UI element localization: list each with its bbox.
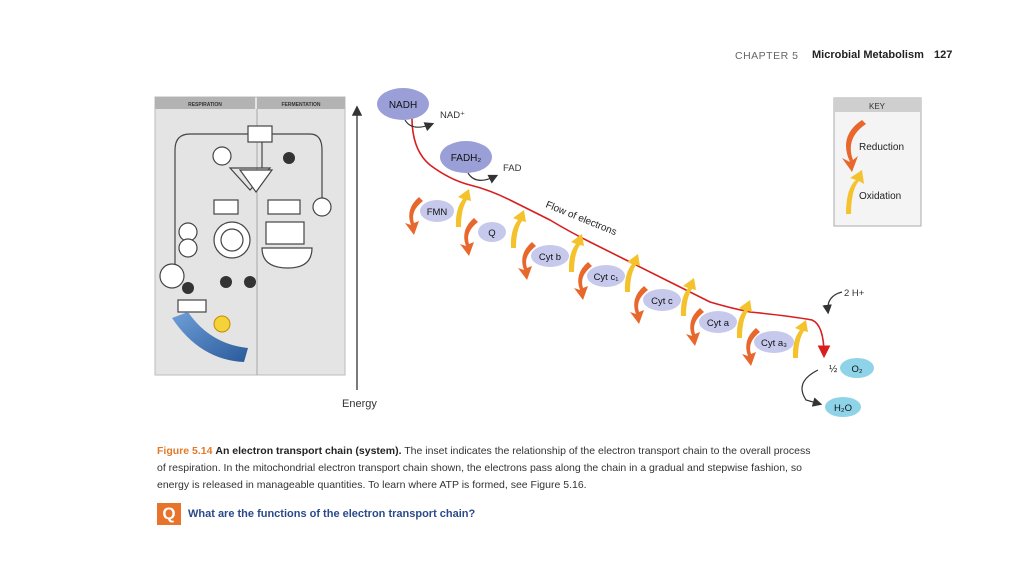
energy-axis-label: Energy bbox=[342, 398, 377, 410]
reduction-arrow-icon bbox=[842, 120, 866, 172]
key-title: KEY bbox=[869, 102, 886, 111]
key-oxidation-label: Oxidation bbox=[859, 191, 901, 202]
cyt-a3-carrier bbox=[754, 331, 794, 353]
inset-header-respiration bbox=[155, 97, 255, 109]
h-plus-label: 2 H+ bbox=[844, 288, 865, 299]
inset-pathways bbox=[159, 125, 332, 313]
q-carrier bbox=[478, 222, 506, 242]
oxidation-arrow bbox=[510, 210, 526, 248]
cyt-a3-label: Cyt a₃ bbox=[761, 338, 787, 349]
question-icon: Q bbox=[157, 503, 181, 525]
figure-number: Figure 5.14 bbox=[157, 445, 213, 457]
inset-atp-icon bbox=[213, 315, 231, 333]
fmn-label: FMN bbox=[427, 207, 448, 218]
figure-description: The inset indicates the relationship of … bbox=[157, 445, 811, 491]
oxidation-arrow bbox=[624, 254, 640, 292]
oxidation-arrow bbox=[792, 320, 808, 358]
reduction-arrow bbox=[686, 308, 704, 346]
oxidation-arrow bbox=[680, 278, 696, 316]
inset-blue-chain bbox=[172, 312, 248, 362]
nadh-label: NADH bbox=[389, 100, 417, 111]
reduction-arrow bbox=[574, 262, 592, 300]
water-label: H₂O bbox=[834, 403, 852, 414]
nad-label: NAD⁺ bbox=[440, 110, 465, 121]
redox-arrows bbox=[405, 189, 808, 366]
chapter-label: CHAPTER 5 bbox=[735, 50, 799, 62]
fadh2-carrier bbox=[440, 141, 492, 173]
oxidation-arrow-icon bbox=[846, 170, 864, 214]
fmn-carrier bbox=[420, 200, 454, 222]
fad-label: FAD bbox=[503, 163, 522, 174]
half-label: ½ bbox=[829, 364, 838, 375]
inset-diagram: RESPIRATION FERMENTATION bbox=[154, 96, 346, 376]
oxygen-acceptor bbox=[840, 358, 874, 378]
inset-starburst-icon bbox=[244, 276, 256, 288]
key-reduction-label: Reduction bbox=[859, 142, 904, 153]
question-text: What are the functions of the electron t… bbox=[188, 508, 476, 520]
inset-starburst-icon bbox=[182, 282, 194, 294]
oxygen-label: O₂ bbox=[851, 364, 862, 375]
oxidation-arrow bbox=[736, 300, 752, 338]
cyt-c-label: Cyt c bbox=[651, 296, 673, 307]
cyt-c-carrier bbox=[643, 289, 681, 311]
cyt-c1-label: Cyt c₁ bbox=[594, 272, 619, 283]
cyt-c1-carrier bbox=[587, 265, 625, 287]
inset-starburst-icon bbox=[220, 276, 232, 288]
electron-flow-line bbox=[411, 117, 831, 359]
cyt-a-label: Cyt a bbox=[707, 318, 730, 329]
reduction-arrow bbox=[460, 218, 478, 256]
reduction-arrow bbox=[518, 242, 536, 280]
inset-respiration-label: RESPIRATION bbox=[188, 102, 222, 108]
page-number: 127 bbox=[934, 49, 953, 61]
key-box: KEY Reduction Oxidation bbox=[833, 97, 922, 227]
cyt-b-label: Cyt b bbox=[539, 252, 561, 263]
inset-fermentation-label: FERMENTATION bbox=[282, 102, 321, 108]
key-header bbox=[834, 98, 921, 112]
cyt-b-carrier bbox=[531, 245, 569, 267]
figure-title: An electron transport chain (system). bbox=[215, 445, 402, 457]
flow-of-electrons-label: Flow of electrons bbox=[544, 200, 618, 239]
figure-caption: Figure 5.14 An electron transport chain … bbox=[157, 443, 817, 494]
inset-starburst-icon bbox=[283, 152, 295, 164]
oxidation-arrow bbox=[455, 189, 471, 227]
chapter-title: Microbial Metabolism bbox=[812, 49, 924, 61]
nadh-arrow bbox=[404, 119, 435, 132]
cyt-a-carrier bbox=[699, 311, 737, 333]
water-product bbox=[825, 397, 861, 417]
h-plus-arrow bbox=[822, 291, 843, 315]
water-arrow bbox=[801, 369, 823, 407]
fadh2-arrow bbox=[467, 172, 499, 184]
reduction-arrow bbox=[742, 328, 760, 366]
oxidation-arrow bbox=[568, 234, 584, 272]
inset-header-fermentation bbox=[257, 97, 345, 109]
nadh-carrier bbox=[377, 88, 429, 120]
reduction-arrow bbox=[405, 197, 423, 235]
fadh2-label: FADH₂ bbox=[451, 153, 482, 164]
q-label: Q bbox=[488, 228, 495, 239]
reduction-arrow bbox=[630, 286, 648, 324]
